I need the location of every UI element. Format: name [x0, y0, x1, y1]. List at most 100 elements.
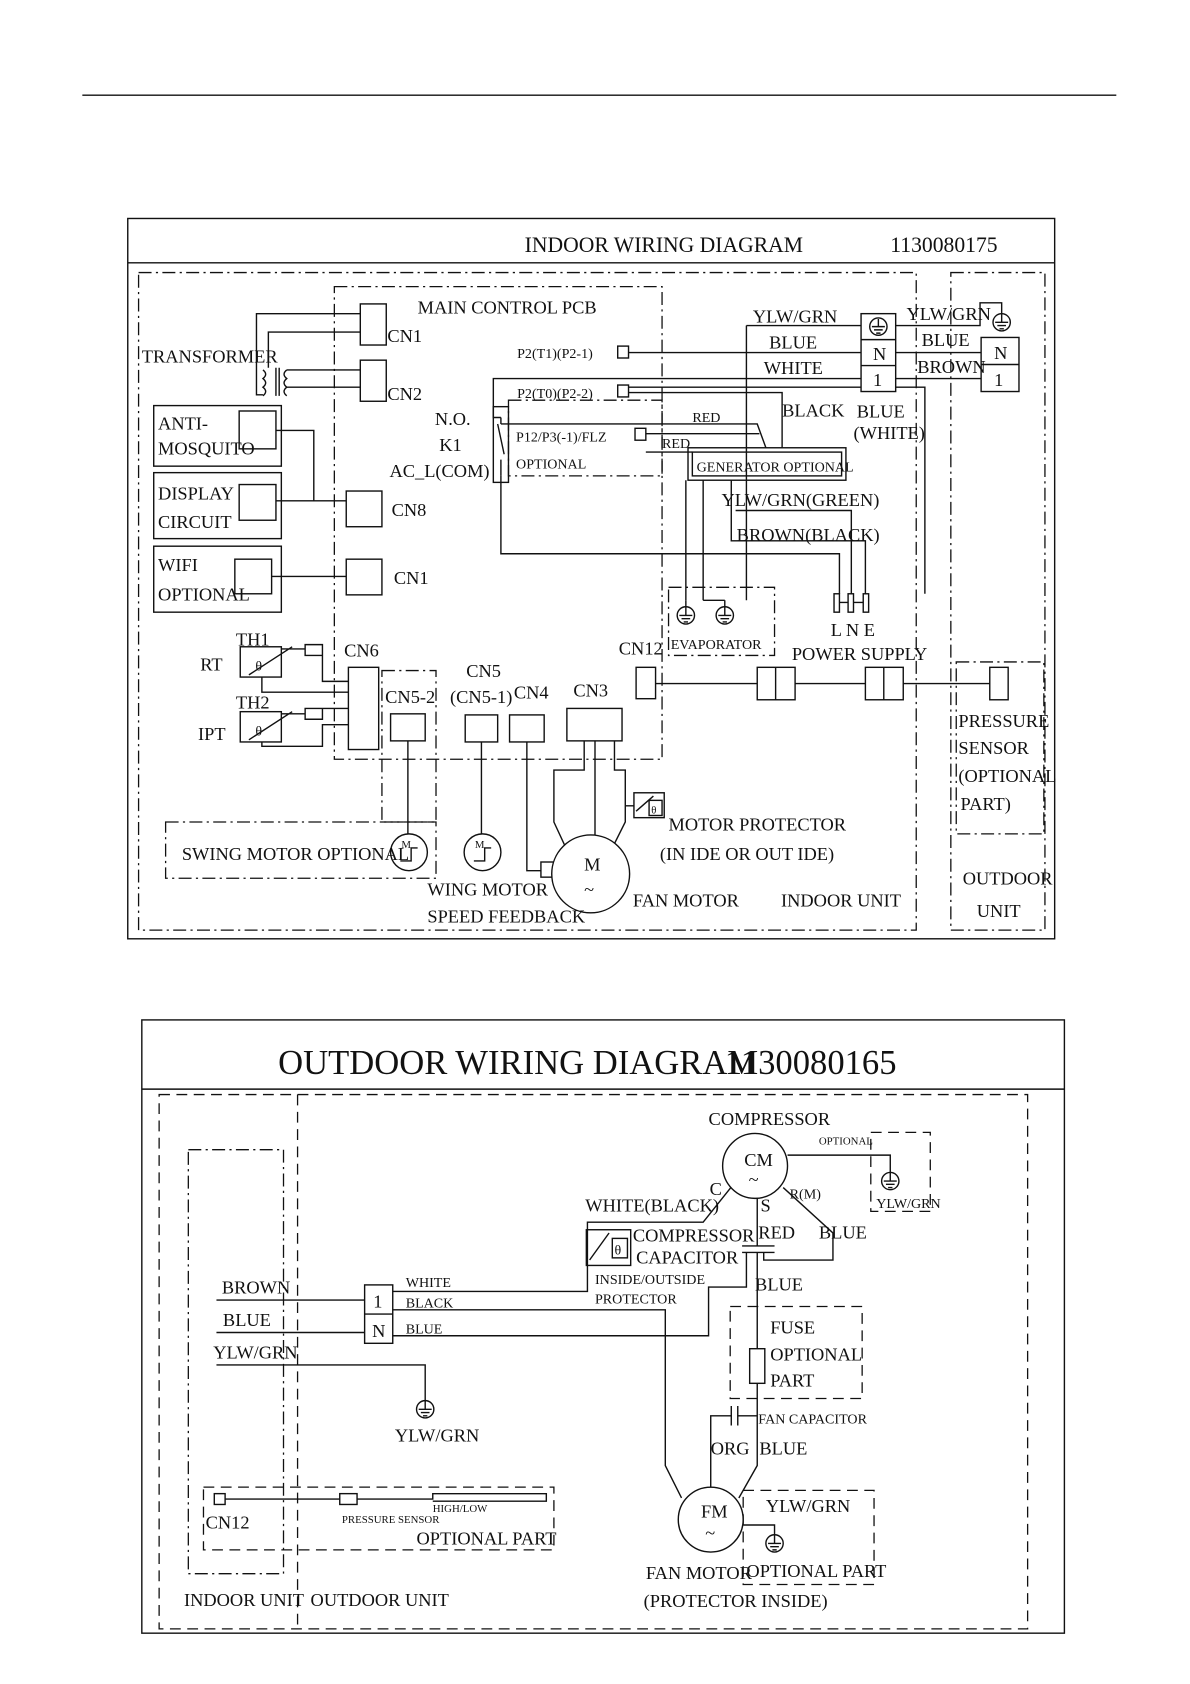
- display-label-2: CIRCUIT: [158, 512, 231, 532]
- ground-icon: [765, 1534, 784, 1553]
- thermistor-ipt-icon: θ: [239, 707, 349, 747]
- swing-motor-region: [164, 821, 437, 879]
- outdoor-title: OUTDOOR WIRING DIAGRAM: [278, 1044, 758, 1082]
- wire-blue-white-2: (WHITE): [853, 423, 924, 444]
- p2-t1-terminal: [617, 345, 630, 359]
- generator-optional-box: [687, 447, 847, 481]
- wire-white-black: WHITE(BLACK): [585, 1195, 719, 1216]
- tilde: ~: [749, 1169, 759, 1189]
- fan-capacitor-label: FAN CAPACITOR: [758, 1411, 867, 1427]
- anti-mosquito-label-2: MOSQUITO: [158, 438, 255, 458]
- p12-optional-region: [507, 399, 663, 477]
- terminal-1: 1: [994, 370, 1003, 390]
- cn3-label: CN3: [573, 681, 608, 701]
- protector-inside-label: (PROTECTOR INSIDE): [644, 1591, 828, 1612]
- wire-ylwgrn-green: YLW/GRN(GREEN): [722, 490, 880, 511]
- swing-motor-label: SWING MOTOR OPTIONAL: [182, 844, 409, 864]
- compressor-ylwgrn-label: YLW/GRN: [876, 1196, 941, 1212]
- wifi-connector: [234, 558, 273, 595]
- ground-icon: [869, 317, 888, 336]
- wire-blue-left: BLUE: [769, 332, 817, 352]
- outdoor-unit-label-1: OUTDOOR: [963, 869, 1054, 889]
- wire-blue-fan: BLUE: [759, 1439, 807, 1459]
- terminal-n: N: [372, 1321, 385, 1341]
- ipt-label: IPT: [198, 724, 226, 744]
- wire-red: RED: [758, 1222, 795, 1242]
- compressor-optional-label: OPTIONAL: [819, 1135, 873, 1147]
- wire-blue-n: BLUE: [406, 1322, 443, 1338]
- motor-protector-label: MOTOR PROTECTOR: [669, 815, 847, 835]
- cm-label: CM: [744, 1150, 773, 1170]
- outdoor-wiring-diagram: OUTDOOR WIRING DIAGRAM 1130080165 BROWN …: [141, 1019, 1066, 1634]
- wifi-label-2: OPTIONAL: [158, 584, 250, 604]
- indoor-title: INDOOR WIRING DIAGRAM: [525, 233, 803, 257]
- wing-motor-label: WING MOTOR: [427, 880, 548, 900]
- outdoor-terminal-block: 1 N: [363, 1284, 394, 1345]
- wifi-box: [153, 545, 283, 613]
- pressure-sensor-region: [955, 661, 1045, 835]
- indoor-frame: [127, 217, 1056, 940]
- cn12-connector: [635, 666, 657, 700]
- fan-optional-part-label: OPTIONAL PART: [746, 1561, 886, 1581]
- terminal-n: N: [873, 344, 886, 364]
- motor-m: M: [475, 839, 485, 851]
- cn1-wifi-label: CN1: [394, 568, 429, 588]
- inline-connector: [756, 666, 796, 701]
- motor-protector-icon: θ: [633, 792, 665, 819]
- fuse-optional-region: [729, 1305, 863, 1400]
- th1-label: TH1: [236, 630, 270, 650]
- fan-motor-label: FAN MOTOR: [633, 890, 740, 910]
- anti-mosquito-label-1: ANTI-: [158, 413, 208, 433]
- wire-brown: BROWN: [222, 1278, 290, 1298]
- ground-icon: [715, 600, 735, 625]
- speed-feedback-label: SPEED FEEDBACK: [427, 907, 585, 927]
- relay-k1-label: K1: [439, 435, 461, 455]
- cn12-label: CN12: [206, 1512, 250, 1532]
- indoor-terminal-block: N 1: [860, 312, 897, 393]
- cn5-2-connector: [389, 713, 426, 742]
- cn1-connector: [359, 303, 387, 346]
- terminal-1: 1: [873, 370, 882, 390]
- protector-label-1: INSIDE/OUTSIDE: [595, 1272, 705, 1288]
- pressure-sensor-label: PRESSURE SENSOR: [342, 1514, 440, 1526]
- display-connector: [238, 483, 277, 521]
- fuse-icon: [748, 1348, 766, 1385]
- cn5-connector: [464, 714, 499, 743]
- pressure-sensor-optional-region: [202, 1486, 555, 1551]
- cn2-connector: [359, 359, 387, 402]
- evaporator-region: [667, 586, 776, 657]
- ground-icon: [415, 1399, 435, 1419]
- wire-ylwgrn: YLW/GRN: [213, 1342, 297, 1362]
- fan-motor-icon: M ~: [551, 740, 634, 914]
- wire-blue-white-1: BLUE: [857, 401, 905, 421]
- protector-icon: θ: [585, 1229, 632, 1267]
- anti-mosquito-box: [153, 404, 283, 467]
- main-pcb-region: [333, 285, 663, 760]
- lne-terminals: [833, 593, 870, 613]
- wire-black: BLACK: [782, 400, 845, 420]
- transformer-label: TRANSFORMER: [142, 346, 279, 366]
- rt-label: RT: [200, 655, 222, 675]
- fan-motor-icon: FM ~: [677, 1486, 744, 1553]
- fuse-label-3: PART: [770, 1371, 814, 1391]
- anti-mosquito-connector: [238, 410, 277, 450]
- transformer-coil-icon: [261, 367, 288, 397]
- wire-white-left: WHITE: [764, 358, 823, 378]
- fuse-label-1: FUSE: [770, 1318, 815, 1338]
- p2-t0-label: P2(T0)(P2-2): [517, 386, 593, 402]
- cn2-label: CN2: [387, 384, 422, 404]
- transformer: TRANSFORMER: [142, 312, 361, 397]
- fm-label: FM: [701, 1501, 728, 1521]
- theta-symbol: θ: [255, 659, 262, 675]
- p12-label: P12/P3(-1)/FLZ: [516, 429, 607, 445]
- wire-blue-r: BLUE: [819, 1222, 867, 1242]
- cn6-connector: [347, 666, 380, 751]
- fan-ylwgrn-label: YLW/GRN: [766, 1496, 850, 1516]
- p12-terminal: [634, 427, 647, 441]
- fan-ground-optional-region: [742, 1489, 875, 1586]
- wire-black: BLACK: [406, 1296, 454, 1312]
- relay-no-label: N.O.: [435, 409, 471, 429]
- cn1-wifi-connector: [345, 558, 383, 596]
- cn6-label: CN6: [344, 641, 379, 661]
